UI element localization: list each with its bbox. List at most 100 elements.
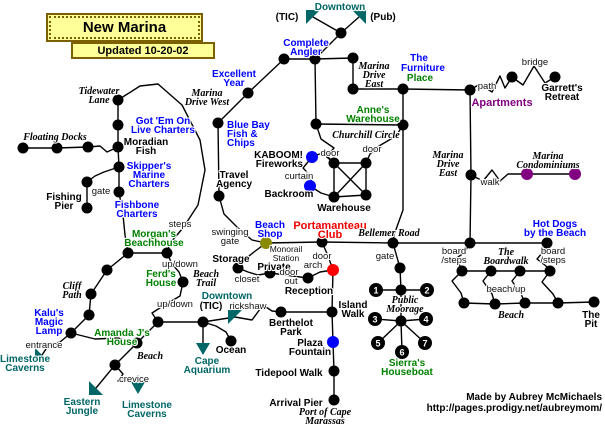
edge-cc2-wTR: [365, 124, 404, 164]
label-walk: walk: [479, 177, 499, 188]
label-downtown-bottom: Downtown: [202, 291, 253, 302]
label-churchill-circle: Churchill Circle: [332, 130, 400, 141]
map-node-mde2: [347, 83, 359, 95]
exit-triangle-limeT2: [131, 382, 145, 394]
edge-ey-bb: [217, 92, 249, 124]
label-private: Private: [257, 262, 291, 273]
map-node-wTR: [360, 157, 372, 169]
map-node-bb: [212, 117, 224, 129]
map-node-olive: [260, 237, 272, 249]
exit-triangle-ejT: [89, 381, 103, 395]
edge-cc2-bel3: [392, 124, 404, 244]
map-node-fd1: [17, 142, 29, 154]
edge-pathN-gar: [511, 65, 556, 86]
map-node-mor: [112, 141, 124, 153]
map-node-backn: [304, 180, 316, 192]
label-gate-bellemer: gate: [376, 251, 395, 262]
label-board-steps-right: board/steps: [540, 246, 566, 266]
map-node-ta: [213, 190, 225, 202]
map-node-cp3: [83, 309, 95, 321]
edge-olive-club: [265, 241, 323, 244]
map-node-inode: [152, 316, 164, 328]
label-bellemer-road: Bellemer Road: [357, 228, 420, 239]
map-node-cc1: [310, 118, 322, 130]
edge-priv-rec: [269, 272, 309, 279]
label-furniture-the: The: [410, 53, 428, 64]
exit-triangle-pubT: [352, 10, 366, 24]
map-node-m7: [418, 336, 432, 350]
map-node-mde1: [347, 52, 359, 64]
edge-apt-mdeR: [469, 89, 472, 176]
map-node-be1: [458, 297, 470, 309]
label-out: out: [284, 276, 298, 287]
map-node-hd: [541, 237, 553, 249]
map-node-gate1: [81, 176, 93, 188]
edge-cc1-cc2: [315, 123, 404, 126]
label-door-3: door: [312, 251, 331, 262]
map-node-iw: [326, 306, 338, 318]
map-node-red1: [327, 264, 339, 276]
edge-red1-iw: [331, 269, 334, 313]
map-node-be2: [489, 298, 501, 310]
moorage-slip-3: 3: [372, 315, 377, 325]
label-arch: arch: [304, 260, 322, 271]
map-node-berth: [275, 306, 287, 318]
edge-jx-ca2: [314, 32, 342, 60]
label-closet: closet: [235, 274, 260, 285]
map-node-cond1: [521, 168, 533, 180]
edge-apt-pathN: [469, 75, 513, 93]
moorage-slip-2: 2: [424, 286, 429, 296]
map-node-be4: [552, 297, 564, 309]
map-node-ca1: [278, 53, 290, 65]
map-node-bel3: [387, 237, 399, 249]
map-node-cc2: [397, 119, 409, 131]
map-node-bw1: [456, 265, 468, 277]
map-node-pit: [588, 296, 600, 308]
map-node-ocean: [225, 335, 237, 347]
map-node-fur: [397, 83, 409, 95]
map-node-cp1: [101, 264, 113, 276]
edge-bt-inode: [151, 281, 184, 323]
label-arrival-pier: Arrival Pier: [269, 398, 322, 409]
label-apartments: Apartments: [471, 97, 532, 109]
edge-tw-morR: [117, 83, 206, 254]
label-board-steps-left: board/steps: [441, 246, 467, 266]
map-node-apt: [464, 84, 476, 96]
label-tic-bottom: (TIC): [200, 301, 223, 312]
label-bridge: bridge: [522, 57, 548, 68]
label-door-1: door: [320, 148, 339, 159]
map-node-ca2: [309, 53, 321, 65]
label-gate-fishing: gate: [92, 186, 111, 197]
label-kaboom-fireworks: KABOOM!Fireworks: [254, 150, 303, 170]
title-banner: New Marina: [46, 13, 203, 42]
map-node-jx: [335, 27, 347, 39]
edge-club-bel3: [321, 241, 394, 244]
edge-be4-pit: [557, 301, 595, 304]
map-node-bw2: [485, 265, 497, 277]
label-backroom: Backroom: [265, 189, 314, 200]
map-node-pathN: [506, 71, 518, 83]
edge-ta-olive: [218, 195, 267, 244]
edge-mdeR-hj: [469, 174, 472, 244]
label-beach-up: beach/up: [486, 284, 525, 295]
exit-triangle-ticT: [306, 10, 320, 24]
label-furniture-mid: Furniture: [401, 63, 445, 74]
edge-wTR-wBL: [333, 162, 367, 198]
